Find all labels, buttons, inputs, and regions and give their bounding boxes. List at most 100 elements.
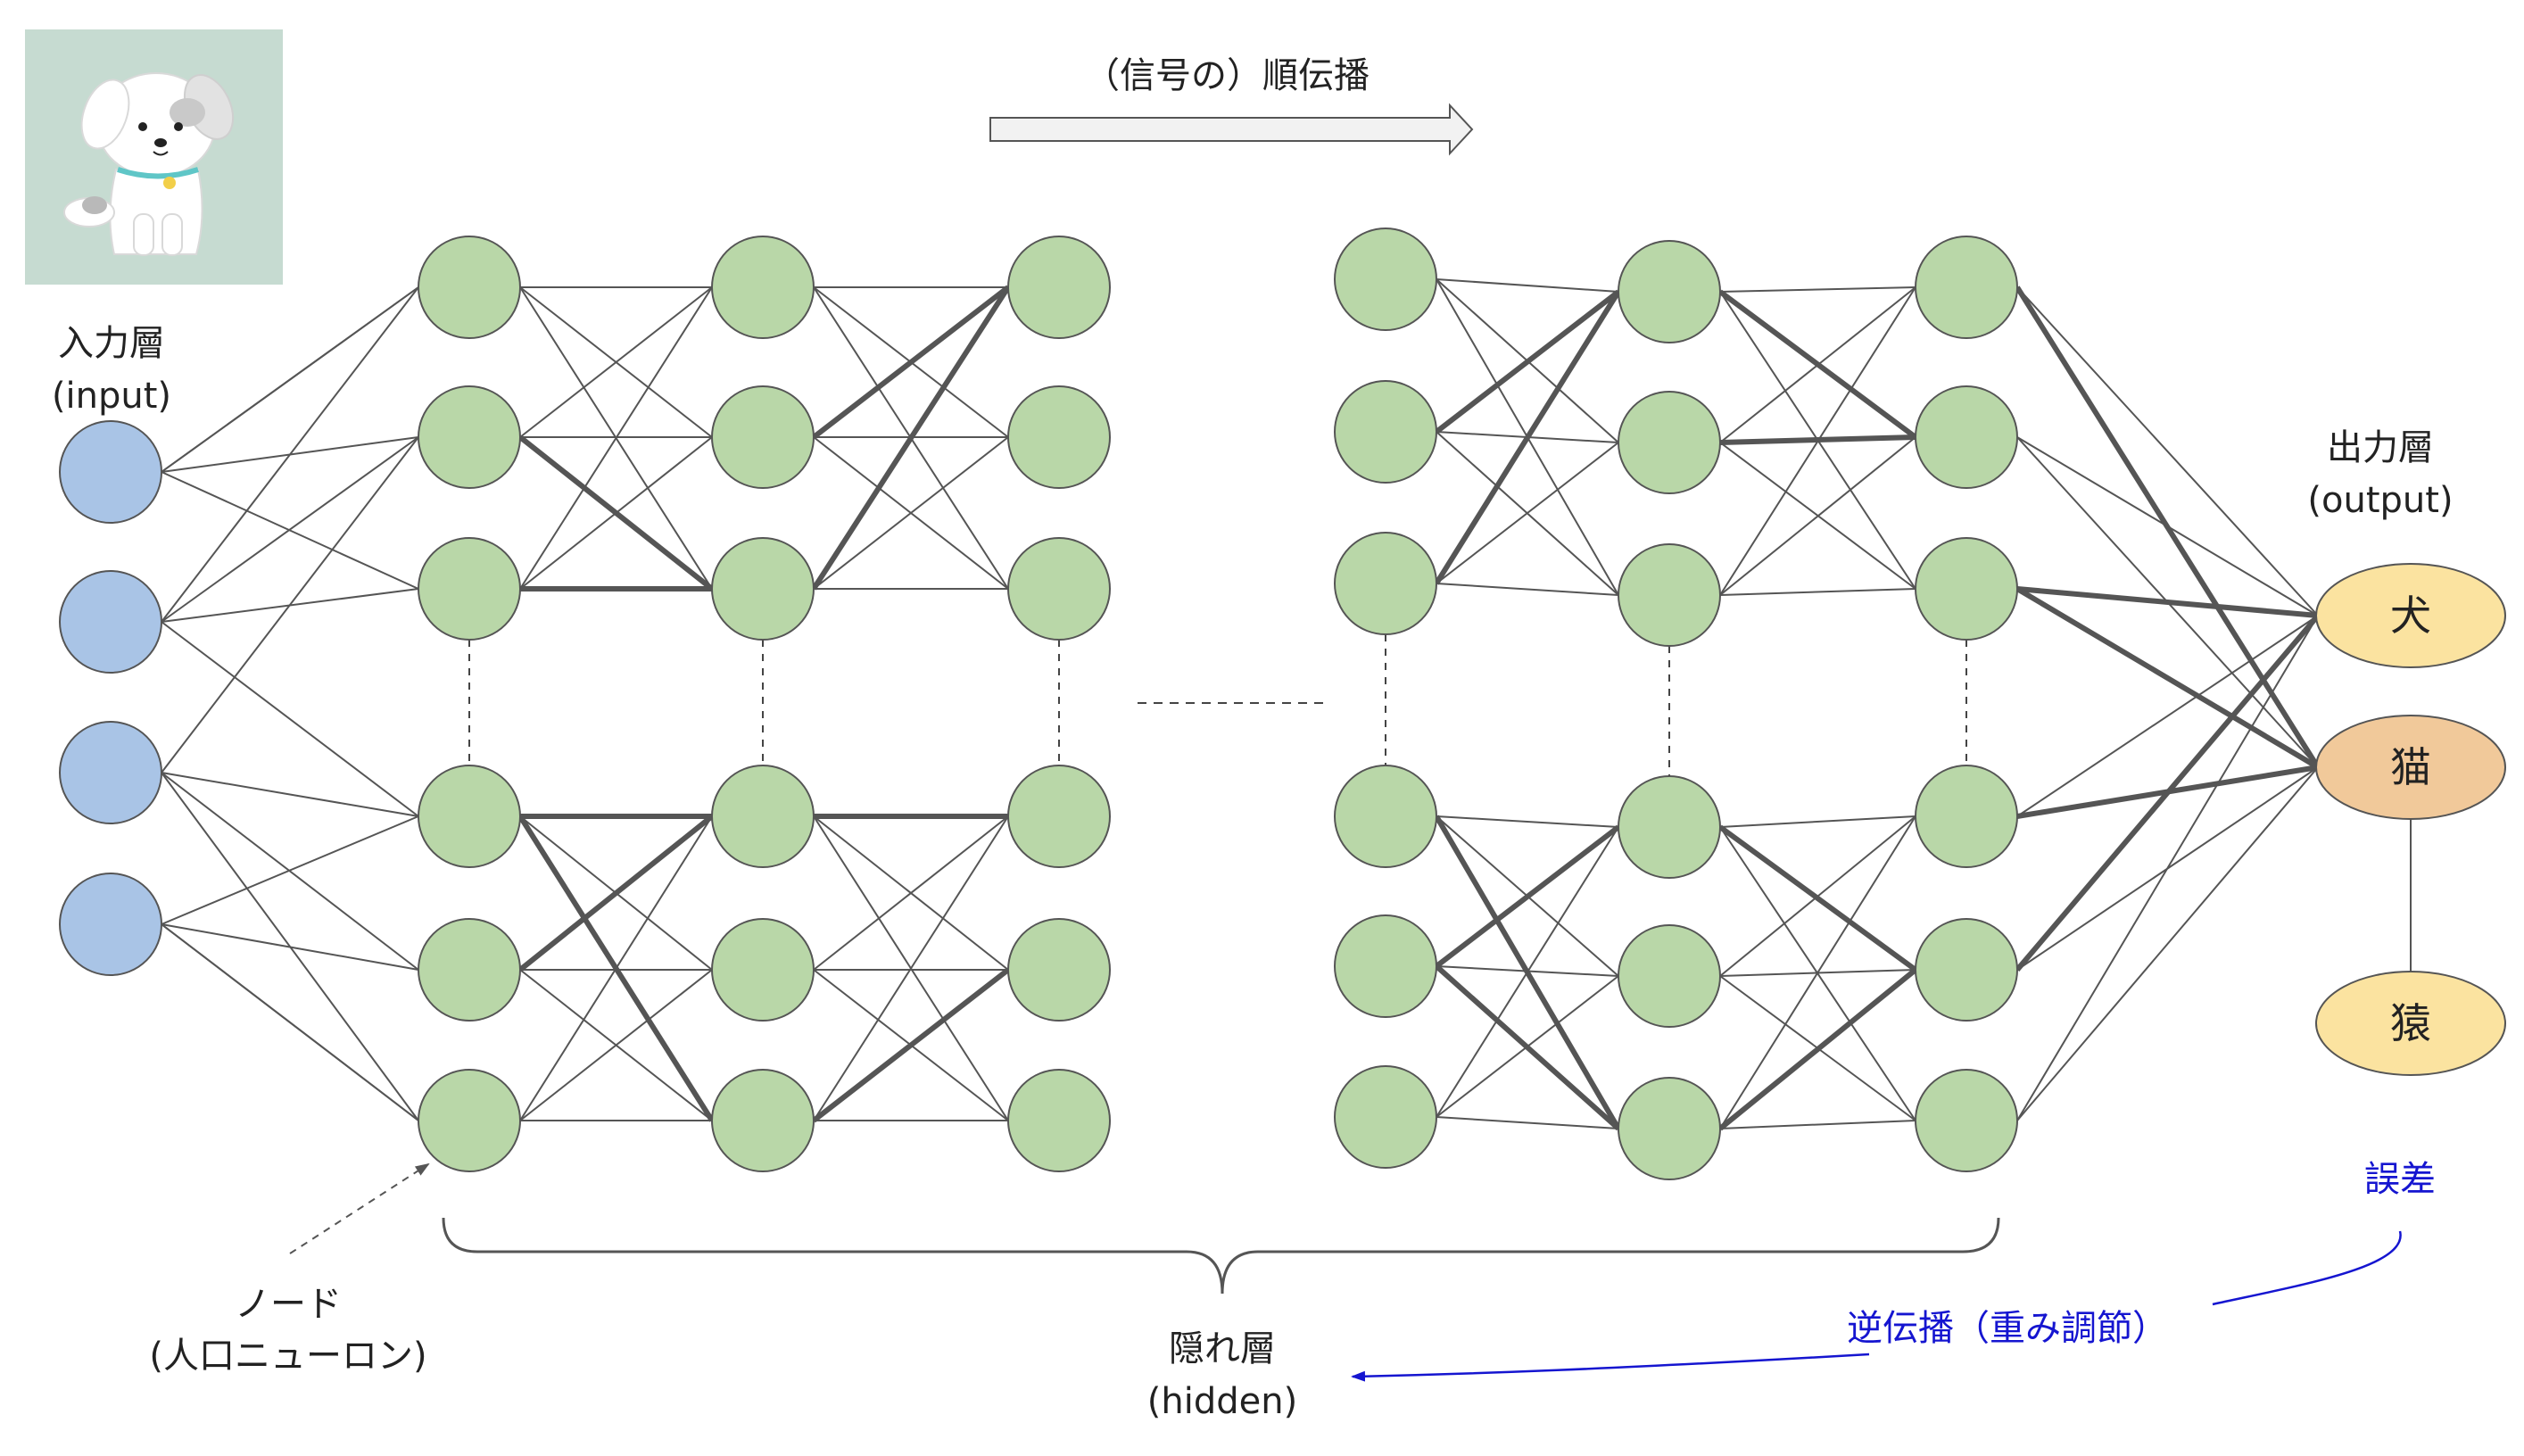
edge	[1719, 286, 1916, 443]
edge	[1719, 815, 1916, 828]
edge	[2015, 614, 2321, 972]
edge	[161, 286, 419, 623]
hidden-node	[1334, 914, 1437, 1018]
output-node-dog	[2315, 563, 2506, 668]
edge	[812, 967, 1010, 1123]
edge	[2015, 586, 2320, 770]
edge	[813, 815, 1009, 1121]
hidden-layer-brace	[442, 1217, 2000, 1295]
hidden-node	[1915, 537, 2018, 641]
edge	[519, 815, 713, 1121]
edge	[518, 814, 714, 972]
dog-image	[25, 29, 283, 285]
error-curve	[2212, 1230, 2402, 1306]
edge	[161, 286, 419, 473]
edge	[812, 285, 1010, 440]
edge	[1719, 286, 1916, 596]
hidden-node	[711, 918, 815, 1022]
hidden-node	[711, 765, 815, 868]
hidden-node	[1915, 1069, 2018, 1172]
output-layer-label: 出力層	[2327, 427, 2434, 468]
edge	[2016, 286, 2319, 616]
edge	[161, 923, 419, 1121]
input-node	[59, 420, 162, 524]
input-node	[59, 873, 162, 976]
dog-icon	[63, 72, 235, 256]
edge	[813, 436, 1009, 590]
edge	[1436, 278, 1619, 293]
edge	[811, 285, 1011, 591]
hidden-node	[1618, 775, 1721, 879]
input-layer-label-en: (input)	[52, 376, 171, 417]
edge	[2016, 766, 2319, 1121]
edge	[161, 772, 419, 1121]
hidden-node	[1915, 385, 2018, 489]
edge	[161, 772, 419, 817]
hidden-node	[1007, 236, 1111, 339]
edge	[1435, 824, 1620, 969]
hidden-node	[1618, 924, 1721, 1028]
edge	[1436, 815, 1619, 828]
edge	[519, 286, 713, 438]
hidden-node	[1334, 228, 1437, 331]
forward-propagation: （信号の）順伝播	[989, 55, 1474, 156]
hidden-node	[711, 385, 815, 489]
edge	[1719, 1120, 1916, 1129]
hidden-node	[711, 236, 815, 339]
hidden-node	[1334, 380, 1437, 484]
edge	[2016, 615, 2319, 1121]
backprop-arrow	[1351, 1353, 1870, 1382]
hidden-layer-label: 隠れ層	[1169, 1328, 1276, 1369]
hidden-node	[1618, 1077, 1721, 1180]
output-nodes: 犬 猫 猿	[2315, 563, 2506, 1076]
edge	[161, 436, 419, 774]
node-pointer-arrow	[289, 1162, 430, 1254]
forward-arrow-icon	[989, 103, 1474, 156]
edge	[519, 286, 713, 590]
edge	[1719, 815, 1916, 1129]
output-layer-label-en: (output)	[2307, 480, 2453, 521]
hidden-node	[1915, 765, 2018, 868]
hidden-node	[711, 537, 815, 641]
input-node	[59, 721, 162, 824]
edge	[161, 436, 419, 623]
edge	[1436, 826, 1619, 1118]
node-label-sub: (人口ニューロン)	[149, 1336, 426, 1377]
hidden-node	[1334, 1065, 1437, 1169]
hidden-node	[418, 385, 521, 489]
edge	[1436, 442, 1619, 584]
hidden-node	[418, 765, 521, 868]
output-node-cat	[2315, 715, 2506, 820]
error-label: 誤差	[2364, 1159, 2436, 1200]
edge	[2016, 436, 2319, 616]
hidden-node	[1334, 765, 1437, 868]
hidden-node	[1618, 391, 1721, 494]
hidden-node	[418, 236, 521, 339]
ellipsis-dashes	[468, 634, 1967, 776]
input-node	[59, 570, 162, 674]
hidden-node	[1007, 1069, 1111, 1172]
edge	[1718, 824, 1917, 972]
hidden-node	[418, 537, 521, 641]
edge	[1435, 289, 1620, 434]
hidden-node	[1915, 918, 2018, 1022]
edge	[1719, 436, 1916, 596]
edge	[161, 621, 419, 817]
edge	[1436, 1116, 1619, 1129]
node-label: ノード	[235, 1284, 342, 1325]
hidden-node	[1915, 236, 2018, 339]
output-label-monkey: 猿	[2390, 999, 2431, 1047]
hidden-node	[418, 918, 521, 1022]
hidden-node	[1007, 765, 1111, 868]
hidden-node	[1007, 918, 1111, 1022]
hidden-node	[1007, 385, 1111, 489]
edge	[2016, 615, 2319, 817]
edge	[519, 436, 713, 590]
edge	[1718, 967, 1917, 1131]
hidden-node	[1618, 543, 1721, 647]
edge	[1719, 815, 1916, 977]
connections	[161, 278, 2321, 1131]
edge	[1719, 286, 1916, 293]
